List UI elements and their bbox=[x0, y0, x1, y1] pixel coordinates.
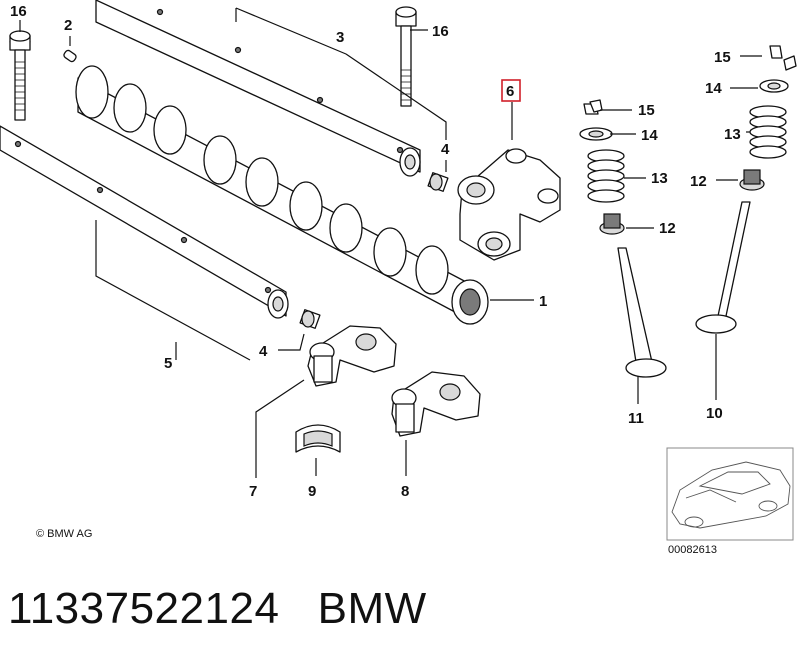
bolt-left bbox=[9, 30, 31, 121]
valve-seal-right bbox=[739, 169, 765, 191]
callout-6-highlight-box bbox=[501, 79, 521, 102]
callout-12-right: 12 bbox=[690, 173, 707, 190]
callout-5: 5 bbox=[164, 355, 172, 372]
callout-12-left: 12 bbox=[659, 220, 676, 237]
callout-14-left: 14 bbox=[641, 127, 658, 144]
part-number: 11337522124 bbox=[8, 584, 280, 633]
callout-13-right: 13 bbox=[724, 126, 741, 143]
callout-15-right: 15 bbox=[714, 49, 731, 66]
valve-left bbox=[617, 247, 667, 378]
valve-seal-left bbox=[599, 213, 625, 235]
copyright-notice: © BMW AG bbox=[36, 528, 92, 540]
diagram-reference-number: 00082613 bbox=[668, 544, 717, 556]
bolt-center bbox=[395, 6, 417, 107]
valve-spring-right bbox=[749, 105, 787, 159]
callout-2: 2 bbox=[64, 17, 72, 34]
callout-14-right: 14 bbox=[705, 80, 722, 97]
valve-keeper-right bbox=[769, 45, 797, 71]
half-shell bbox=[295, 424, 341, 453]
callout-16-left: 16 bbox=[10, 3, 27, 20]
callout-11: 11 bbox=[628, 410, 644, 427]
valve-spring-left bbox=[587, 149, 625, 203]
callout-6: 6 bbox=[506, 83, 514, 100]
bushing-upper bbox=[427, 172, 449, 192]
part-number-caption: 11337522124 BMW bbox=[8, 584, 427, 634]
spring-retainer-right bbox=[759, 79, 789, 93]
callout-9: 9 bbox=[308, 483, 316, 500]
car-outline-icon bbox=[671, 461, 791, 529]
valve-keeper-left bbox=[583, 99, 603, 115]
bushing-lower bbox=[299, 309, 321, 329]
pin bbox=[63, 49, 77, 63]
callout-1: 1 bbox=[539, 293, 547, 310]
callout-10: 10 bbox=[706, 405, 723, 422]
callout-4-upper: 4 bbox=[441, 141, 450, 158]
rocker-shaft-upper bbox=[95, 0, 421, 177]
roller-rocker-arm-8 bbox=[391, 371, 481, 437]
camshaft bbox=[75, 65, 489, 325]
callout-16-center: 16 bbox=[432, 23, 449, 40]
callout-15-left: 15 bbox=[638, 102, 655, 119]
callout-4-lower: 4 bbox=[259, 343, 268, 360]
callout-7: 7 bbox=[249, 483, 257, 500]
leader-lines bbox=[19, 7, 762, 478]
callout-13-left: 13 bbox=[651, 170, 668, 187]
rocker-arm-assembly bbox=[457, 148, 561, 261]
valve-right bbox=[695, 201, 751, 334]
brand-name: BMW bbox=[317, 584, 427, 633]
callout-3: 3 bbox=[336, 29, 344, 46]
spring-retainer-left bbox=[579, 127, 613, 141]
roller-rocker-arm-7 bbox=[307, 325, 397, 387]
callout-8: 8 bbox=[401, 483, 409, 500]
vehicle-thumbnail: 00082613 bbox=[666, 447, 794, 556]
rocker-shaft-lower bbox=[0, 125, 289, 319]
